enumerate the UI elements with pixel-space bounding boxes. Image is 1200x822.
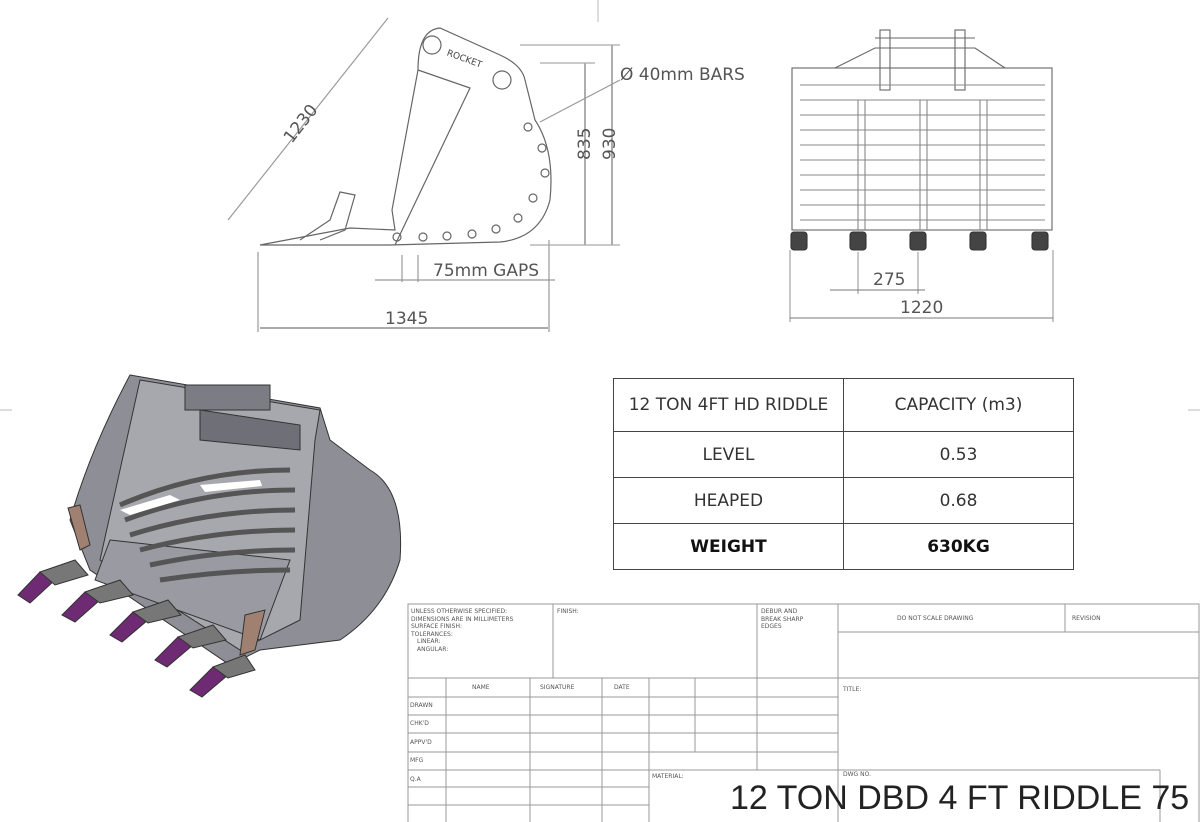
bar-label: Ø 40mm BARS	[620, 65, 745, 85]
col-signature: SIGNATURE	[540, 684, 575, 691]
bucket-side-edge	[394, 69, 471, 246]
row-value: 0.68	[843, 477, 1074, 524]
table-row: HEAPED 0.68	[613, 477, 1074, 524]
row-value: 630KG	[843, 523, 1074, 570]
dim-inner-height: 835	[575, 128, 595, 160]
row-label: WEIGHT	[613, 523, 844, 570]
tooth-tips	[17, 571, 229, 698]
note-line: BREAK SHARP	[761, 615, 804, 623]
gap-label: 75mm GAPS	[433, 261, 539, 281]
logo-text: ROCKET	[445, 49, 483, 71]
tolerance-notes: UNLESS OTHERWISE SPECIFIED: DIMENSIONS A…	[411, 608, 513, 653]
role-mfg: MFG	[410, 757, 424, 764]
material-label: MATERIAL:	[652, 773, 684, 780]
dwg-no-label: DWG NO.	[843, 771, 871, 778]
role-checked: CHK'D	[410, 720, 429, 727]
bar-section-circles	[392, 122, 550, 242]
pin-boss-icon	[492, 70, 512, 90]
table-row: WEIGHT 630KG	[613, 523, 1074, 570]
note-line: ANGULAR:	[417, 645, 449, 653]
note-line: DEBUR AND	[761, 608, 798, 615]
deburr-note: DEBUR AND BREAK SHARP EDGES	[761, 608, 803, 631]
note-line: TOLERANCES:	[411, 630, 453, 638]
capacity-table: 12 TON 4FT HD RIDDLE CAPACITY (m3) LEVEL…	[613, 378, 1074, 570]
note-line: SURFACE FINISH:	[411, 623, 462, 630]
front-frame	[791, 67, 1053, 231]
dim-tooth-pitch: 275	[873, 270, 905, 290]
note-line: DIMENSIONS ARE IN MILLIMETERS	[411, 615, 514, 623]
note-line: EDGES	[761, 623, 782, 630]
role-qa: Q.A	[410, 776, 421, 783]
table-row: LEVEL 0.53	[613, 431, 1074, 478]
dim-length: 1345	[385, 309, 428, 329]
dim-diagonal-length: 1230	[280, 101, 322, 147]
bucket-side-outline	[259, 27, 552, 246]
front-teeth	[790, 231, 1049, 251]
top-bracket	[834, 47, 1006, 69]
front-view	[789, 29, 1054, 322]
revision-label: REVISION	[1072, 615, 1101, 622]
table-header-capacity: CAPACITY (m3)	[843, 378, 1074, 432]
title-label: TITLE:	[843, 686, 862, 693]
row-label: LEVEL	[613, 431, 844, 478]
role-drawn: DRAWN	[410, 702, 433, 709]
col-name: NAME	[472, 684, 490, 691]
do-not-scale-label: DO NOT SCALE DRAWING	[897, 615, 974, 622]
drawing-title: 12 TON DBD 4 FT RIDDLE 75	[730, 779, 1190, 817]
role-approved: APPV'D	[410, 739, 432, 746]
table-header-model: 12 TON 4FT HD RIDDLE	[613, 378, 844, 432]
row-value: 0.53	[843, 431, 1074, 478]
row-label: HEAPED	[613, 477, 844, 524]
pin-boss-icon	[422, 35, 442, 55]
col-date: DATE	[614, 684, 630, 691]
note-line: UNLESS OTHERWISE SPECIFIED:	[411, 608, 508, 615]
dim-outer-height: 930	[600, 128, 620, 160]
side-tooth-adaptor	[299, 191, 356, 241]
side-view: ROCKET	[227, 17, 621, 332]
title-block	[407, 603, 1200, 822]
note-line: LINEAR:	[417, 638, 441, 645]
finish-label: FINISH:	[557, 608, 579, 615]
bucket-3d-render	[17, 374, 402, 698]
dim-width: 1220	[900, 298, 943, 318]
